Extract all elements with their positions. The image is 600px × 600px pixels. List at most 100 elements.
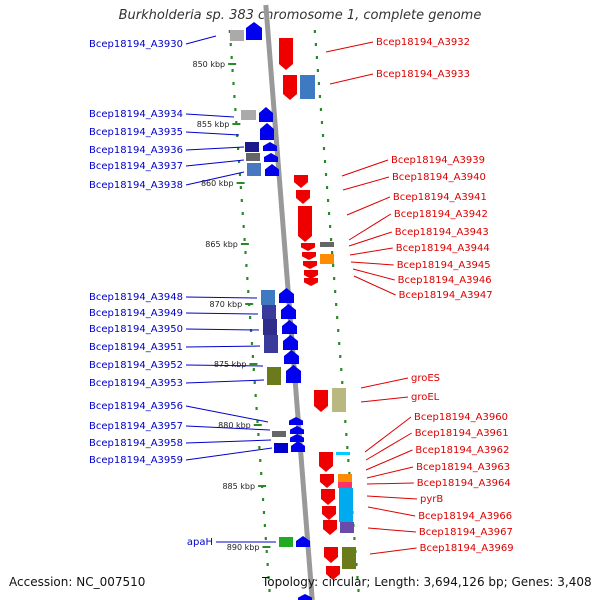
ruler-dot	[336, 316, 339, 319]
ruler-dot	[245, 264, 248, 267]
kbp-tick-label: 875 kbp	[214, 360, 247, 369]
gene-label-right: Bcep18194_A3947	[399, 290, 493, 301]
gene-arrow	[282, 320, 297, 334]
ruler-dot	[252, 368, 255, 371]
ruler-dot	[242, 225, 245, 228]
ruler-dot	[335, 303, 338, 306]
gene-label-right: Bcep18194_A3939	[391, 155, 485, 166]
ruler-dot	[328, 225, 332, 228]
gene-label-right: Bcep18194_A3960	[414, 412, 508, 423]
gene-label-right: Bcep18194_A3943	[395, 227, 489, 238]
gene-arrow	[296, 190, 310, 204]
callout-line	[185, 312, 259, 315]
callout-line	[185, 425, 271, 431]
ruler-dot	[315, 56, 319, 59]
callout-line	[349, 247, 393, 256]
ruler-dot	[253, 381, 256, 384]
ruler-dot	[320, 121, 324, 124]
gene-arrow	[319, 452, 333, 472]
gene-label-right: Bcep18194_A3940	[392, 172, 486, 183]
callout-line	[342, 176, 390, 191]
kbp-tick-label: 860 kbp	[201, 179, 234, 188]
ruler-dot	[318, 95, 322, 98]
gene-arrow	[290, 434, 304, 442]
callout-line	[369, 547, 417, 555]
gene-label-right: Bcep18194_A3969	[420, 543, 514, 554]
gene-label-right: Bcep18194_A3967	[419, 527, 513, 538]
gene-label-left: Bcep18194_A3951	[89, 342, 183, 353]
gene-label-left: Bcep18194_A3959	[89, 455, 183, 466]
topology-text: Topology: circular; Length: 3,694,126 bp…	[262, 575, 592, 589]
ruler-dot	[262, 511, 266, 514]
ruler-dot	[332, 264, 335, 267]
ruler-dot	[264, 537, 267, 540]
gene-label-left: Bcep18194_A3930	[89, 39, 183, 50]
ruler-dot	[341, 381, 344, 384]
map-title: Burkholderia sp. 383 chromosome 1, compl…	[118, 8, 482, 23]
kbp-tick-label: 890 kbp	[227, 543, 260, 552]
ruler-dot	[261, 498, 265, 501]
callout-line	[341, 159, 389, 177]
gene-arrow	[263, 142, 277, 151]
kbp-tick-label: 855 kbp	[197, 120, 230, 129]
gene-label-right: Bcep18194_A3942	[394, 209, 488, 220]
callout-line	[185, 379, 265, 384]
callout-line	[350, 261, 394, 266]
gene-box	[230, 30, 244, 41]
ruler-dot	[231, 69, 234, 72]
gene-label-left: apaH	[187, 537, 213, 548]
gene-arrow	[301, 243, 315, 251]
gene-label-right: Bcep18194_A3945	[397, 260, 491, 271]
ruler-dot	[267, 576, 270, 579]
gene-box	[320, 254, 334, 264]
callout-line	[353, 275, 396, 296]
gene-label-right: groES	[411, 373, 440, 384]
callout-line	[364, 416, 412, 453]
gene-label-right: Bcep18194_A3963	[416, 462, 510, 473]
ruler-dot	[241, 212, 244, 215]
gene-arrow	[289, 417, 303, 425]
ruler-dot	[331, 251, 334, 254]
callout-line	[185, 113, 235, 118]
ruler-dot	[257, 433, 260, 436]
gene-arrow	[264, 153, 278, 162]
ruler-dot	[313, 30, 316, 33]
ruler-dot	[249, 316, 252, 319]
gene-arrow	[322, 506, 336, 520]
gene-label-right: Bcep18194_A3932	[376, 37, 470, 48]
callout-line	[366, 466, 414, 479]
gene-arrow	[265, 164, 279, 176]
ruler-dot	[236, 134, 239, 137]
callout-line	[185, 296, 258, 299]
kbp-tick-label: 865 kbp	[205, 240, 238, 249]
gene-box	[245, 142, 259, 152]
ruler-dot	[321, 134, 325, 137]
gene-arrow	[279, 38, 293, 70]
gene-arrow	[321, 489, 335, 505]
callout-line	[366, 495, 418, 500]
ruler-dot	[338, 342, 341, 345]
gene-arrow	[259, 107, 273, 122]
ruler-dot	[337, 329, 340, 332]
gene-label-left: Bcep18194_A3950	[89, 324, 183, 335]
gene-label-right: Bcep18194_A3962	[415, 445, 509, 456]
callout-line	[365, 449, 413, 471]
gene-arrow	[296, 536, 310, 547]
callout-line	[352, 268, 395, 281]
gene-arrow	[314, 390, 328, 412]
ruler-dot	[324, 173, 328, 176]
gene-label-right: Bcep18194_A3933	[376, 69, 470, 80]
ruler-dot	[266, 563, 269, 566]
ruler-dot	[249, 329, 253, 332]
gene-label-left: Bcep18194_A3936	[89, 145, 183, 156]
ruler-dot	[239, 186, 242, 189]
gene-box	[261, 290, 275, 305]
gene-label-right: Bcep18194_A3946	[398, 275, 492, 286]
ruler-dot	[259, 459, 262, 462]
ruler-dot	[323, 160, 327, 163]
callout-line	[366, 482, 414, 485]
gene-arrow	[302, 252, 316, 260]
ruler-dot	[339, 355, 342, 358]
ruler-dot	[316, 69, 320, 72]
accession-text: Accession: NC_007510	[9, 575, 146, 589]
